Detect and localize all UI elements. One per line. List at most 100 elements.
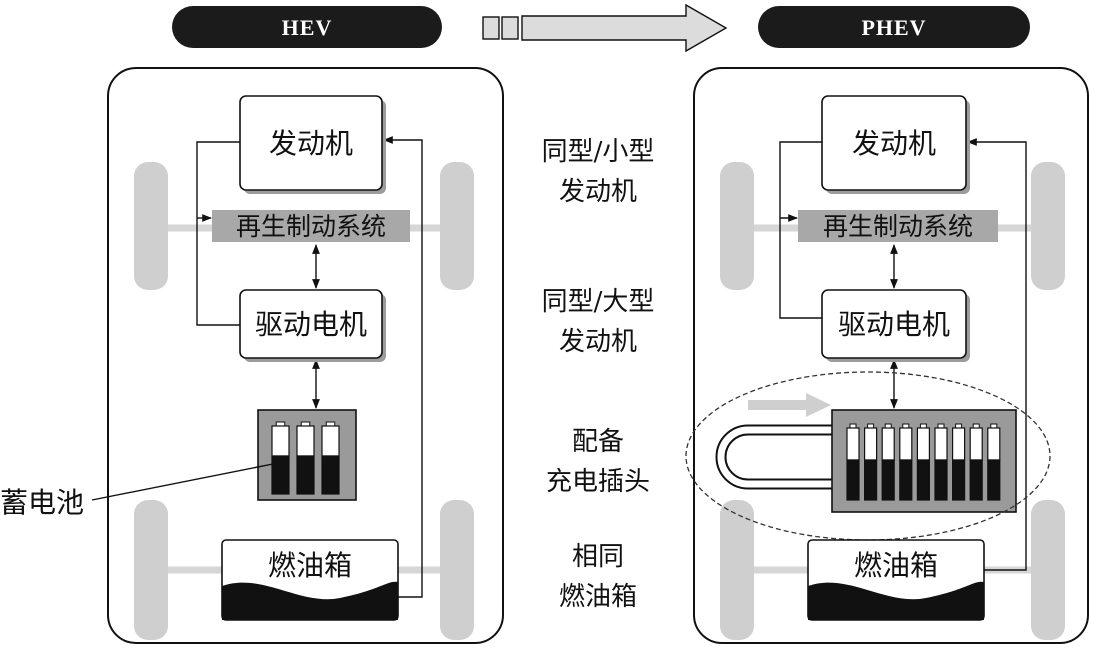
phev-regen-bar [798, 210, 998, 242]
phev-cell-empty [987, 427, 1001, 461]
hev-battery-cell [271, 421, 290, 495]
comparison-notes: 同型/小型 发动机 同型/大型 发动机 配备 充电插头 相同 燃油箱 [542, 137, 655, 612]
phev-panel: 发动机 再生制动系统 驱动电机 燃油箱 [685, 67, 1089, 644]
phev-battery-cell [863, 423, 878, 501]
phev-wheel-front-right [1031, 162, 1065, 290]
charging-plug-icon [715, 393, 834, 490]
phev-cell-empty [881, 427, 895, 461]
hev-motor-label: 驱动电机 [255, 308, 367, 341]
phev-cell-empty [846, 427, 860, 461]
phev-cell-charge [863, 459, 878, 501]
hev-battery-cell [296, 421, 315, 495]
charging-highlight-ellipse [685, 371, 1051, 541]
hev-cell-charge [271, 455, 290, 495]
hev-regen-bar [212, 210, 410, 242]
arrow-tail-block-2 [501, 16, 519, 40]
hev-regen-label: 再生制动系统 [236, 212, 386, 241]
hev-fuel-tank: 燃油箱 [221, 539, 399, 621]
hev-cell-empty [271, 425, 290, 457]
phev-fuel-tank: 燃油箱 [807, 539, 985, 621]
phev-motor-frame [821, 289, 967, 359]
phev-cell-empty [934, 427, 948, 461]
hev-engine-motor-link [196, 141, 240, 326]
hev-panel: 发动机 再生制动系统 驱动电机 蓄电池 燃油箱 [0, 67, 504, 644]
comparison-line: 燃油箱 [559, 582, 637, 612]
comparison-line: 配备 [572, 427, 624, 457]
phev-cell-cap [884, 423, 892, 429]
phev-cell-charge [969, 459, 983, 501]
phev-tank-label: 燃油箱 [854, 549, 938, 582]
phev-engine-frame [821, 95, 967, 191]
phev-regen-label: 再生制动系统 [823, 212, 973, 241]
phev-battery-cell [987, 423, 1001, 501]
phev-battery-cell [951, 423, 966, 501]
hev-motor-box: 驱动电机 [239, 289, 386, 362]
hev-cell-cap [300, 421, 311, 427]
phev-cell-cap [955, 423, 963, 429]
hev-tank-label: 燃油箱 [268, 549, 352, 582]
transition-arrow [482, 3, 728, 53]
hev-battery [257, 409, 357, 501]
comparison-charging-plug: 配备 充电插头 [546, 427, 650, 497]
phev-fuel-line [967, 138, 1027, 571]
hev-wheel-rear-left [134, 500, 168, 640]
arrow-tail-block-1 [482, 16, 500, 40]
comparison-line: 充电插头 [546, 467, 650, 497]
phev-engine-box: 发动机 [821, 95, 970, 194]
charging-flow-arrow-icon [748, 393, 831, 417]
phev-battery-cell [899, 423, 913, 501]
comparison-line: 相同 [572, 542, 624, 572]
phev-cell-charge [916, 459, 931, 501]
comparison-motor-size: 同型/大型 发动机 [542, 287, 655, 357]
comparison-line: 同型/大型 [542, 287, 655, 317]
hev-wheel-front-left [134, 162, 168, 290]
phev-cell-cap [972, 423, 980, 429]
phev-motor-label: 驱动电机 [838, 308, 950, 341]
hev-battery-cells [271, 421, 340, 495]
phev-motor-box: 驱动电机 [821, 289, 970, 362]
phev-battery-cells [846, 423, 1001, 501]
plug-cable-core [717, 426, 834, 488]
phev-regen-system: 再生制动系统 [798, 210, 998, 242]
hev-cell-empty [321, 425, 340, 457]
hev-wheel-front-right [440, 162, 474, 290]
hev-battery-cell [321, 421, 340, 495]
hev-cell-empty [296, 425, 315, 457]
hev-battery-label: 蓄电池 [0, 486, 84, 519]
phev-battery-cell [846, 423, 860, 501]
phev-engine-motor-link [779, 141, 822, 319]
phev-wheel-rear-left [720, 500, 754, 640]
phev-battery [831, 409, 1017, 513]
hev-engine-frame [239, 95, 383, 191]
phev-cell-cap [849, 423, 857, 429]
phev-battery-cell [969, 423, 983, 501]
phev-cell-cap [937, 423, 945, 429]
phev-fuel-level [808, 581, 984, 620]
arrow-right-icon [521, 3, 728, 53]
hev-engine-label: 发动机 [269, 127, 353, 160]
hev-header: HEV [172, 6, 442, 48]
phev-pill [758, 6, 1030, 48]
phev-cell-charge [846, 459, 860, 501]
phev-engine-label: 发动机 [852, 127, 936, 160]
phev-cell-charge [934, 459, 948, 501]
hev-engine-box: 发动机 [239, 95, 386, 194]
hev-fuel-level [222, 581, 398, 620]
hev-wheel-rear-right [440, 500, 474, 640]
comparison-line: 发动机 [559, 327, 637, 357]
hev-cell-cap [325, 421, 336, 427]
hev-cell-charge [296, 455, 315, 495]
phev-cell-empty [863, 427, 878, 461]
phev-cell-charge [951, 459, 966, 501]
phev-cell-cap [990, 423, 998, 429]
phev-wheel-rear-right [1031, 500, 1065, 640]
phev-cell-cap [902, 423, 910, 429]
comparison-fuel-tank: 相同 燃油箱 [559, 542, 637, 612]
comparison-line: 同型/小型 [542, 137, 655, 167]
phev-cell-empty [969, 427, 983, 461]
hev-title: HEV [282, 15, 333, 40]
hev-regen-system: 再生制动系统 [212, 210, 410, 242]
phev-battery-cell [934, 423, 948, 501]
phev-cell-charge [881, 459, 895, 501]
